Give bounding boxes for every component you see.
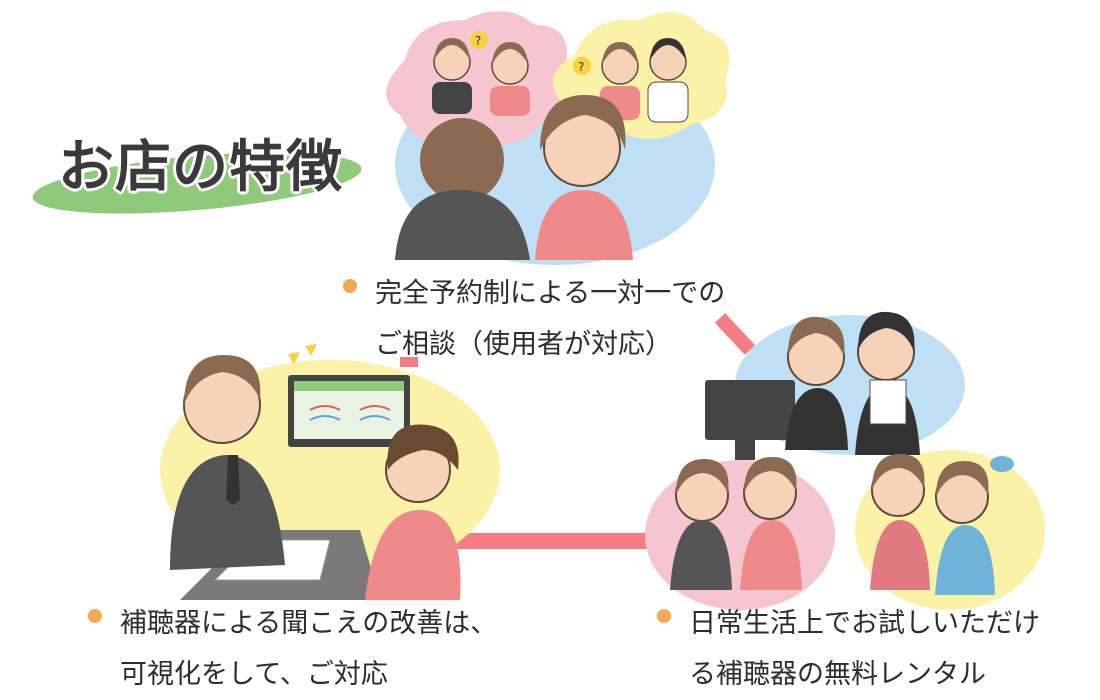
- bullet-dot: [88, 609, 102, 623]
- svg-text:?: ?: [578, 60, 584, 74]
- title-block: お店の特徴: [28, 112, 368, 225]
- feature-text-line: ご相談（使用者が対応）: [375, 329, 672, 360]
- feature-text-line: 完全予約制による一対一での: [375, 278, 726, 309]
- connector-top-right: [714, 313, 756, 355]
- feature-text-line: る補聴器の無料レンタル: [689, 659, 986, 690]
- feature-item-rental: 日常生活上でお試しいただけ る補聴器の無料レンタル: [657, 598, 1040, 700]
- bullet-dot: [343, 279, 357, 293]
- feature-item-visualization: 補聴器による聞こえの改善は、 可視化をして、ご対応: [88, 598, 497, 700]
- svg-text:?: ?: [475, 34, 481, 48]
- page-title: お店の特徴: [58, 135, 343, 200]
- feature-text-line: 日常生活上でお試しいただけ: [689, 608, 1040, 639]
- feature-text-line: 補聴器による聞こえの改善は、: [120, 608, 498, 639]
- bullet-dot: [657, 609, 671, 623]
- feature-text-line: 可視化をして、ご対応: [120, 659, 388, 690]
- feature-item-consultation: 完全予約制による一対一での ご相談（使用者が対応）: [343, 268, 725, 370]
